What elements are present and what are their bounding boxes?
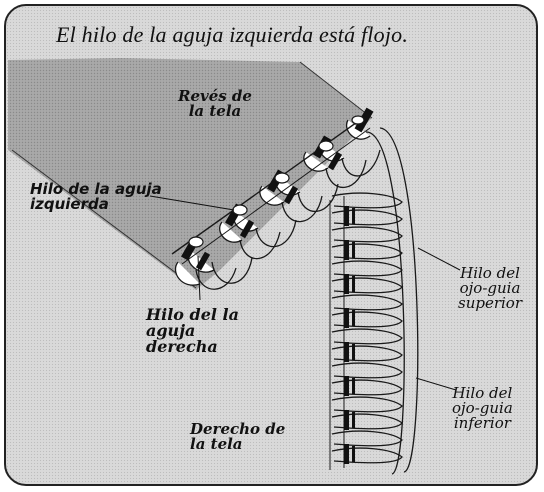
looper-loop	[331, 311, 403, 328]
looper-stitch-bar	[344, 342, 349, 362]
looper-stitch-bar	[352, 276, 355, 292]
needle-knots	[188, 115, 365, 248]
looper-loop	[331, 192, 403, 209]
looper-loop	[331, 260, 403, 277]
right-needle-thread-label: Hilo del la aguja derecha	[146, 305, 239, 356]
fabric-top-edge	[299, 61, 373, 119]
looper-thread-column	[329, 127, 419, 475]
diagram-title: El hilo de la aguja izquierda está flojo…	[56, 22, 409, 47]
looper-stitch-bar	[352, 344, 355, 360]
left-needle-thread-label: Hilo de la aguja izquierda	[30, 180, 162, 213]
looper-stitch-bar	[352, 208, 355, 224]
looper-loop	[331, 447, 403, 464]
looper-stitch-bar	[352, 310, 355, 326]
looper-stitch-bar	[344, 410, 349, 430]
looper-loop	[331, 396, 403, 413]
looper-loop	[331, 345, 403, 362]
back-of-fabric-label: Revés de la tela	[178, 87, 252, 120]
looper-stitch-bar	[344, 206, 349, 226]
looper-stitch-bar	[352, 446, 355, 462]
fabric-back-panel	[8, 58, 372, 290]
looper-stitch-marks	[344, 206, 355, 464]
looper-stitch-bar	[352, 378, 355, 394]
lower-looper-thread-label: Hilo del ojo-guia inferior	[452, 384, 513, 432]
looper-loop	[331, 379, 403, 396]
looper-stitch-bar	[344, 444, 349, 464]
looper-loop	[331, 294, 403, 311]
looper-loop	[331, 243, 403, 260]
looper-stitch-bar	[344, 240, 349, 260]
looper-loop	[331, 362, 403, 379]
looper-loop	[331, 328, 403, 345]
front-of-fabric-label: Derecho de la tela	[190, 420, 286, 453]
needle-thread-chain	[171, 119, 381, 290]
looper-stitch-bar	[344, 274, 349, 294]
looper-stitch-bar	[344, 308, 349, 328]
upper-looper-thread-label: Hilo del ojo-guia superior	[458, 264, 523, 312]
looper-loop	[331, 430, 403, 447]
looper-loop	[331, 413, 403, 430]
fabric-fold-edge	[11, 149, 197, 289]
looper-stitch-bar	[344, 376, 349, 396]
looper-loop	[331, 277, 403, 294]
looper-stitch-bar	[352, 412, 355, 428]
label-leader-lines	[149, 195, 461, 391]
looper-stitch-bar	[352, 242, 355, 258]
looper-loop	[331, 209, 403, 226]
looper-loop	[331, 226, 403, 243]
